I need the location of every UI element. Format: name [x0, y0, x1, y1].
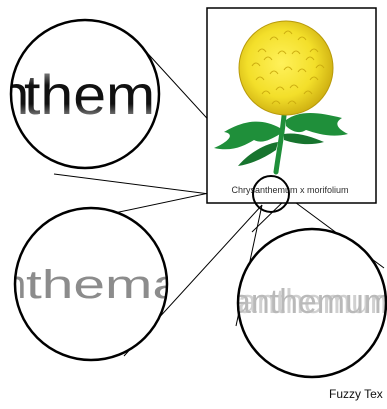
specimen-caption: Chrysanthemum x morifolium — [231, 185, 348, 195]
magnifier-left-text: thema — [26, 263, 185, 307]
leaf-left — [214, 121, 280, 150]
footer-label: Fuzzy Tex — [329, 387, 383, 401]
magnifier-left: n thema — [4, 206, 185, 362]
magnifier-right-text-a: anthemum — [232, 283, 387, 321]
magnifier-right-text-b: anthemum — [238, 283, 387, 321]
magnifier-top-text: thema — [24, 63, 189, 126]
focus-circle — [252, 175, 290, 213]
leaf-right — [286, 113, 348, 136]
petal-texture — [251, 30, 325, 105]
magnifier-right: anthemum anthemum — [232, 227, 387, 379]
specimen-card: Chrysanthemum x morifolium — [206, 7, 377, 204]
magnifier-left-prefix: n — [4, 263, 26, 307]
magnifier-top: n thema — [0, 18, 189, 170]
leaf-right-lower — [284, 133, 324, 145]
magnifier-top-prefix: n — [0, 63, 29, 126]
leaf-left-lower — [238, 142, 278, 166]
